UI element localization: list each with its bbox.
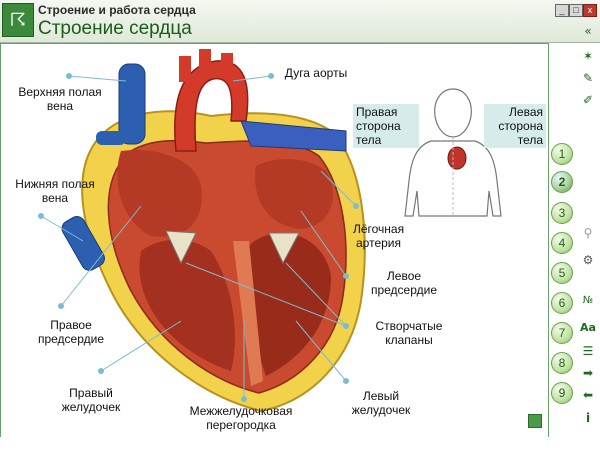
heart-illustration [38, 49, 502, 413]
mitral-valve [268, 232, 300, 265]
superior-vena-cava [118, 63, 146, 145]
section-title: Строение сердца [38, 18, 192, 39]
minimize-button[interactable]: _ [555, 4, 569, 17]
pencil-alt-icon[interactable]: ✐ [582, 93, 594, 107]
info-icon[interactable]: i [585, 411, 591, 425]
step-button-5[interactable]: 5 [551, 262, 573, 284]
aortic-branch-1 [179, 56, 191, 82]
step-button-9[interactable]: 9 [551, 382, 573, 404]
step-button-1[interactable]: 1 [551, 143, 573, 165]
step-button-2[interactable]: 2 [551, 171, 573, 193]
label-right-atrium: Правое предсердие [37, 318, 105, 346]
step-button-3[interactable]: 3 [551, 202, 573, 224]
book-corner-icon[interactable] [528, 414, 542, 428]
step-button-6[interactable]: 6 [551, 292, 573, 314]
aortic-branch-2 [199, 49, 211, 75]
bottom-bar [0, 437, 549, 453]
label-superior-vena-cava: Верхняя полая вена [18, 85, 102, 113]
step-button-7[interactable]: 7 [551, 322, 573, 344]
label-left-ventricle: Левый желудочек [351, 389, 411, 417]
label-pulmonary-artery: Лёгочная артерия [352, 222, 405, 250]
right-atrium-cavity [117, 150, 202, 237]
tag-left-side: Левая сторона тела [484, 104, 546, 148]
label-septum: Межжелудочковая перегородка [189, 404, 293, 432]
title-bar: ☈ Строение и работа сердца Строение серд… [0, 0, 600, 43]
tricuspid-valve [165, 230, 197, 265]
inferior-vena-cava [61, 216, 105, 271]
label-valves: Створчатые клапаны [375, 319, 443, 347]
content-frame: Верхняя полая вена Дуга аорты Нижняя пол… [0, 43, 549, 438]
back-arrow-icon[interactable]: ⬅ [582, 388, 594, 402]
font-icon[interactable]: Aa [580, 321, 596, 334]
aortic-branch-3 [221, 53, 233, 75]
mini-heart [447, 146, 467, 170]
tag-right-side: Правая сторона тела [353, 104, 419, 148]
septum-wall [233, 241, 263, 386]
list-icon[interactable]: ☰ [582, 344, 594, 358]
maximize-button[interactable]: □ [569, 4, 583, 17]
dna-icon[interactable]: ✶ [582, 49, 594, 63]
label-aortic-arch: Дуга аорты [284, 66, 348, 80]
label-inferior-vena-cava: Нижняя полая вена [15, 177, 95, 205]
pulmonary-trunk [240, 120, 347, 152]
search-icon[interactable]: ⚲ [583, 226, 593, 240]
close-button[interactable]: x [583, 4, 597, 17]
back-arrows-icon[interactable]: « [584, 24, 592, 38]
step-button-8[interactable]: 8 [551, 352, 573, 374]
left-atrium-cavity [255, 159, 333, 229]
pulmonary-vein-left [96, 131, 126, 145]
step-button-4[interactable]: 4 [551, 232, 573, 254]
forward-arrow-icon[interactable]: ➡ [582, 366, 594, 380]
number-icon[interactable]: № [582, 295, 594, 306]
label-left-atrium: Левое предсердие [370, 269, 438, 297]
app-title: Строение и работа сердца [38, 3, 196, 17]
label-right-ventricle: Правый желудочек [61, 386, 121, 414]
pencil-icon[interactable]: ✎ [582, 71, 594, 85]
book-logo-icon: ☈ [2, 3, 34, 37]
left-ventricle-cavity [245, 232, 331, 376]
gears-icon[interactable]: ⚙ [582, 253, 594, 267]
